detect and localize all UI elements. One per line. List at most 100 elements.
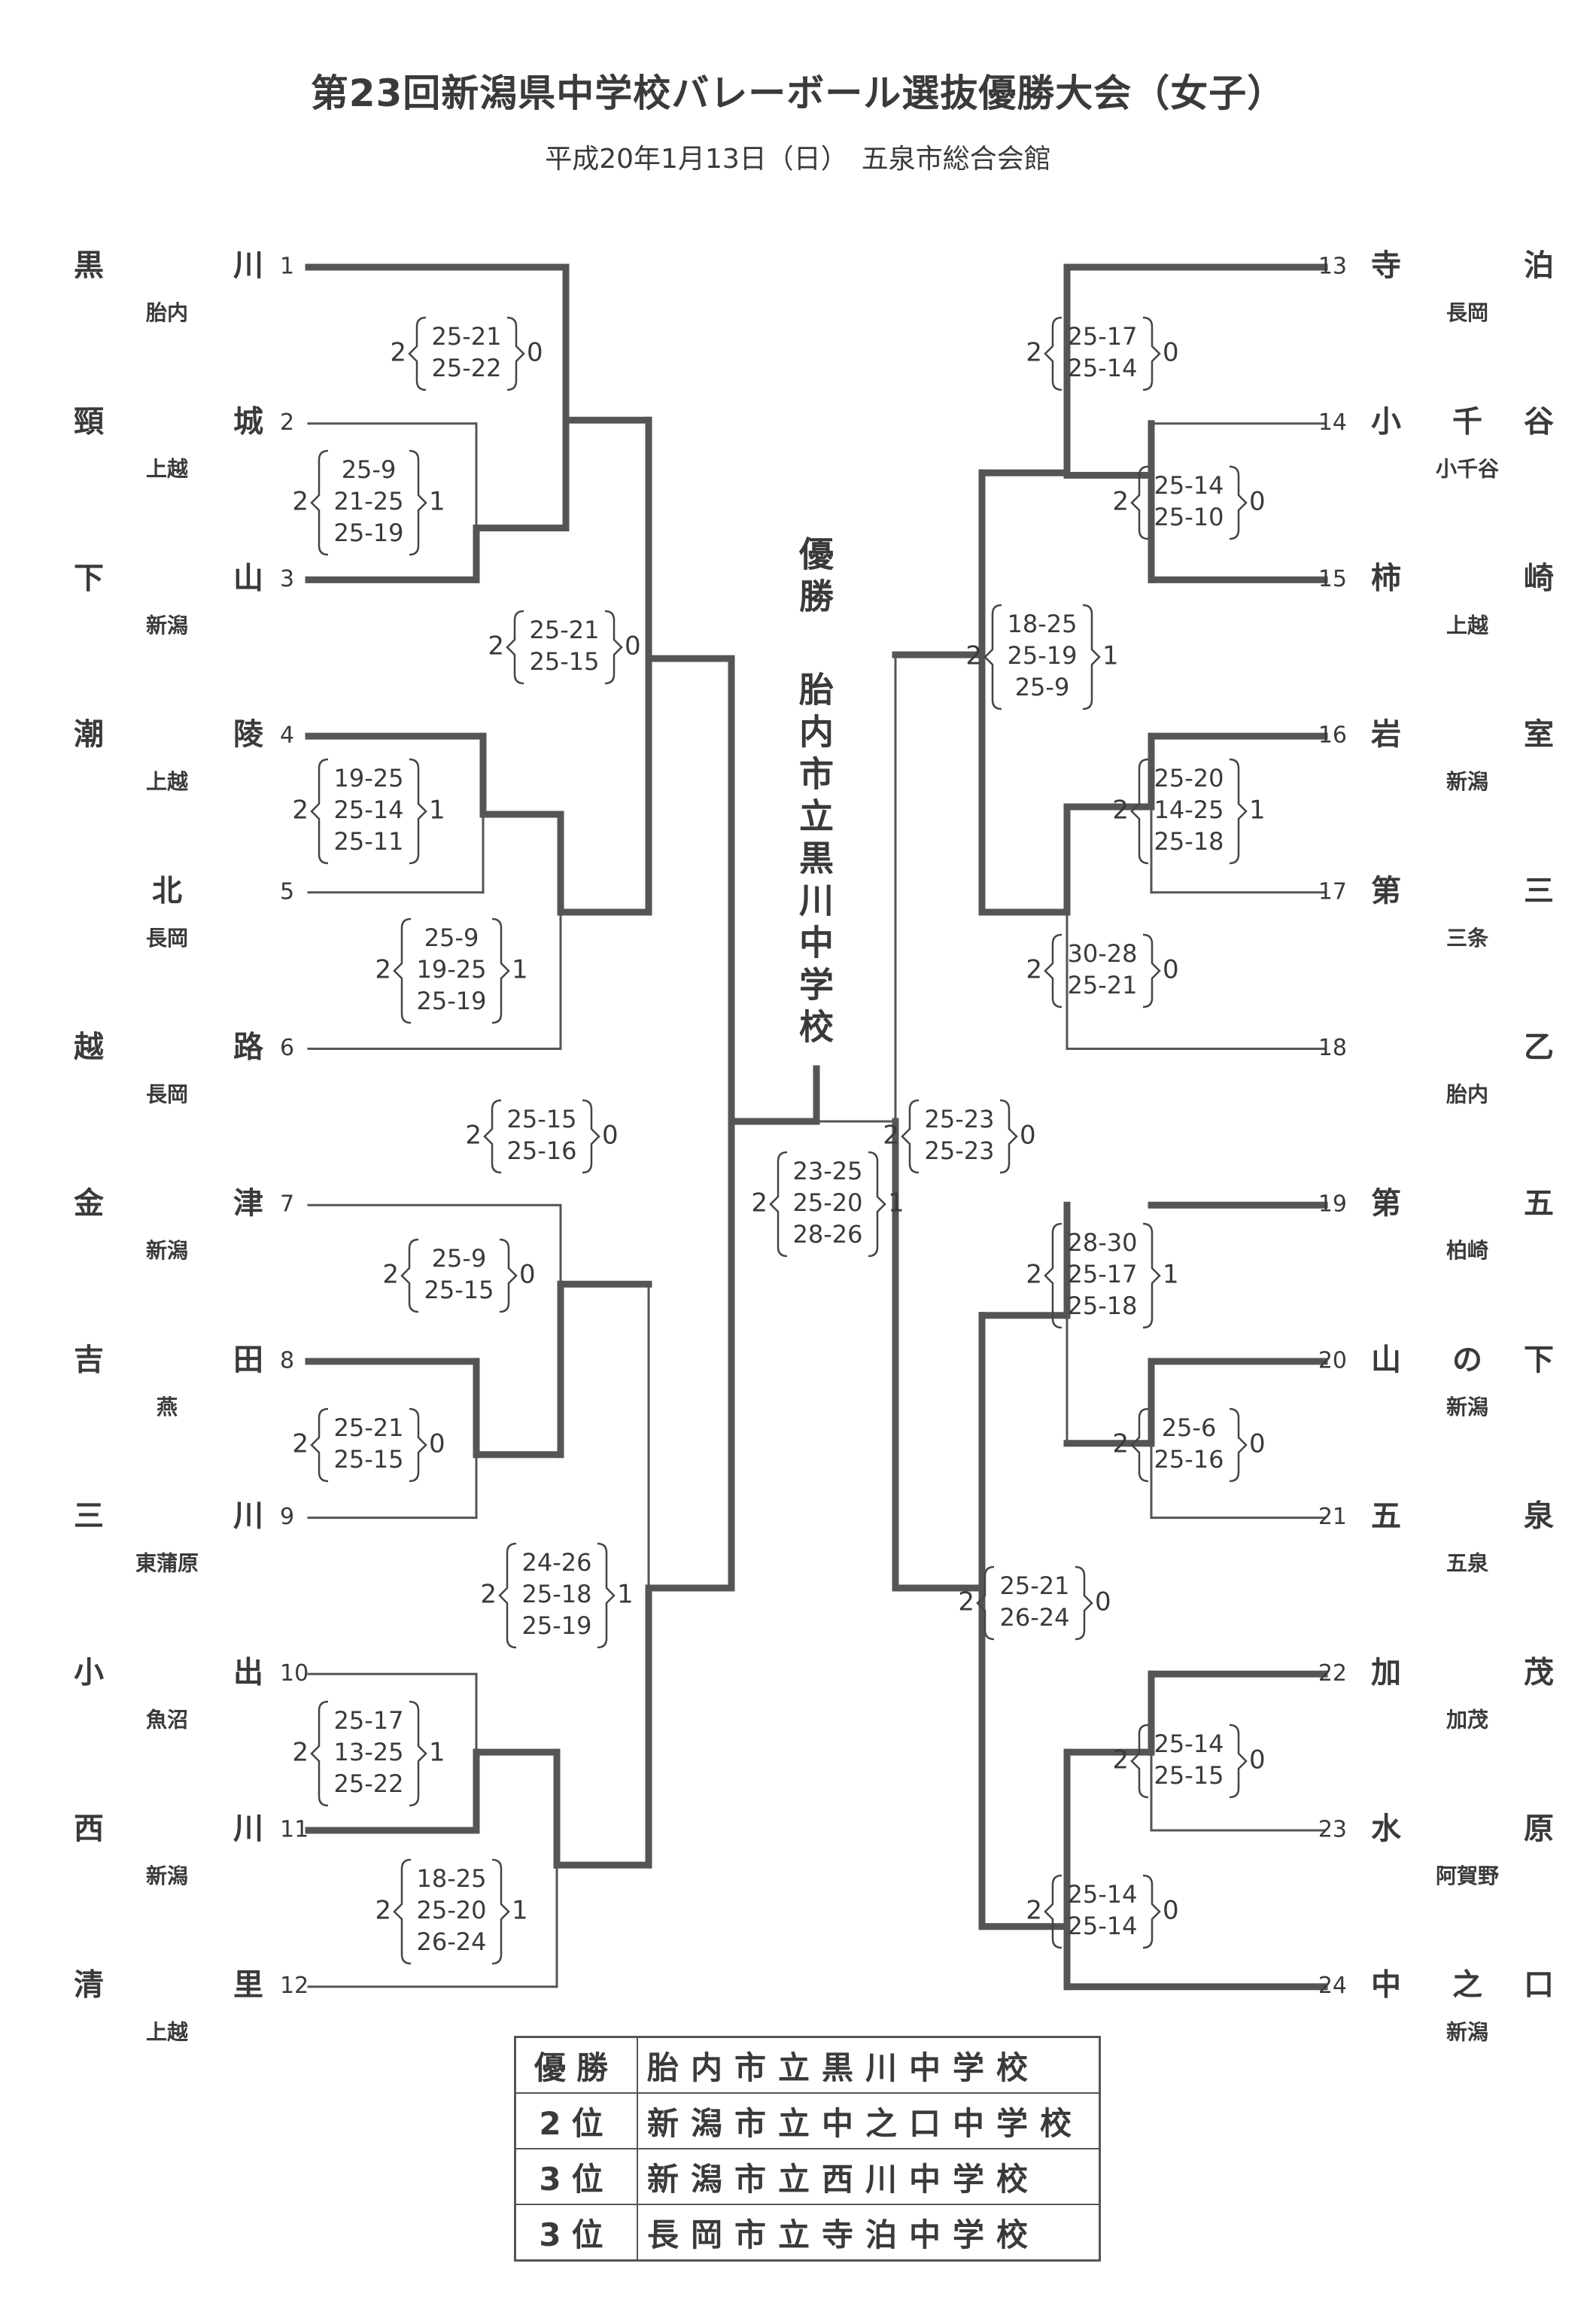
set-score: 23-25 [793, 1157, 863, 1185]
team-name-last: 崎 [1524, 561, 1554, 595]
team-name-last: 出 [233, 1655, 263, 1690]
match-winner-sets: 2 [1026, 1260, 1042, 1290]
match-loser-sets: 0 [1020, 1121, 1036, 1151]
score-brace-left [483, 1099, 502, 1174]
score-brace-right [597, 1542, 616, 1649]
score-brace-left [393, 1858, 412, 1965]
score-brace-right [409, 758, 427, 865]
score-brace-right [1229, 1407, 1248, 1483]
team-city: 魚沼 [146, 1707, 188, 1732]
set-score: 25-6 [1162, 1413, 1217, 1442]
team-name-first: 柿 [1371, 561, 1401, 595]
standings-school: 新潟市立中之口中学校 [637, 2092, 1101, 2149]
score-brace-right [1142, 933, 1161, 1009]
set-score: 25-20 [417, 1896, 487, 1924]
team-city: 三条 [1446, 926, 1488, 951]
set-score: 25-21 [530, 616, 600, 644]
team-name-last: 北 [152, 874, 182, 908]
team-seed: 24 [1318, 1973, 1347, 1999]
score-brace-right [409, 1407, 427, 1483]
match-loser-sets: 0 [1249, 1429, 1266, 1459]
set-score: 25-17 [334, 1706, 404, 1735]
score-brace-left [498, 1542, 517, 1649]
team-name-last: 路 [233, 1030, 264, 1065]
team-seed: 8 [280, 1347, 294, 1374]
match-loser-sets: 1 [512, 955, 528, 985]
match-loser-sets: 0 [429, 1429, 445, 1459]
team-name-last: 津 [233, 1186, 263, 1221]
team-seed: 22 [1318, 1660, 1347, 1687]
set-score: 14-25 [1154, 796, 1224, 824]
team-seed: 17 [1318, 878, 1347, 905]
score-brace-right [999, 1099, 1018, 1174]
team-name-last: 乙 [1524, 1030, 1554, 1065]
set-score: 25-18 [1068, 1291, 1138, 1320]
set-score: 25-14 [1154, 1730, 1224, 1758]
team-name-first: 黒 [74, 248, 104, 283]
team-name-last: 室 [1524, 717, 1554, 752]
score-brace-left [310, 449, 329, 556]
match-winner-sets: 2 [1112, 796, 1129, 826]
match-winner-sets: 2 [1112, 487, 1129, 517]
champion-label-char: 勝 [799, 577, 834, 617]
score-brace-left [769, 1151, 788, 1258]
match-winner-sets: 2 [1026, 955, 1042, 985]
match-winner-sets: 2 [465, 1121, 482, 1151]
team-seed: 1 [280, 254, 294, 280]
match-loser-sets: 0 [1163, 955, 1179, 985]
champion-label-char: 優 [798, 534, 834, 575]
team-name-first: 吉 [74, 1343, 104, 1377]
match-loser-sets: 1 [888, 1188, 904, 1218]
match-loser-sets: 0 [1163, 1896, 1179, 1926]
standings-school: 胎内市立黒川中学校 [637, 2036, 1101, 2094]
match-loser-sets: 1 [617, 1580, 634, 1610]
team-name-last: 田 [233, 1343, 263, 1377]
set-score: 25-14 [1068, 1880, 1138, 1909]
set-score: 25-19 [417, 987, 487, 1015]
score-brace-left [310, 1407, 329, 1483]
set-score: 25-15 [530, 647, 600, 676]
score-brace-left [1044, 1222, 1062, 1329]
team-name-first: 三 [74, 1499, 104, 1534]
match-loser-sets: 1 [1249, 796, 1266, 826]
team-name-last: 川 [233, 248, 263, 283]
team-name-first: 加 [1371, 1655, 1401, 1690]
score-brace-left [1130, 1407, 1149, 1483]
team-name-last: 川 [233, 1812, 263, 1846]
set-score: 25-9 [432, 1244, 487, 1273]
team-seed: 14 [1318, 409, 1347, 436]
team-seed: 19 [1318, 1191, 1347, 1218]
team-name-last: 谷 [1524, 405, 1554, 440]
team-city: 胎内 [146, 300, 188, 325]
team-name-mid: 千 [1452, 405, 1482, 440]
champion-school-char: 胎 [799, 670, 834, 710]
team-seed: 9 [280, 1504, 294, 1530]
match-winner-sets: 2 [1112, 1745, 1129, 1775]
set-score: 25-9 [1015, 673, 1070, 701]
team-name-last: 川 [233, 1499, 263, 1534]
match-loser-sets: 0 [1095, 1587, 1111, 1617]
match-winner-sets: 2 [292, 1429, 309, 1459]
team-city: 上越 [146, 769, 189, 794]
match-winner-sets: 2 [958, 1587, 974, 1617]
score-brace-left [983, 604, 1002, 710]
team-name-last: 原 [1524, 1812, 1554, 1846]
set-score: 25-9 [342, 455, 397, 484]
team-name-last: 茂 [1524, 1655, 1554, 1690]
team-seed: 20 [1318, 1347, 1347, 1374]
champion-school-char: 内 [799, 712, 834, 753]
champion-school-char: 市 [799, 754, 834, 795]
match-winner-sets: 2 [480, 1580, 497, 1610]
match-loser-sets: 0 [1163, 338, 1179, 368]
match-loser-sets: 0 [1249, 487, 1266, 517]
champion-school-char: 川 [799, 881, 834, 921]
match-winner-sets: 2 [1112, 1429, 1129, 1459]
score-brace-left [310, 758, 329, 865]
score-brace-left [400, 1238, 419, 1313]
match-winner-sets: 2 [375, 1896, 391, 1926]
set-score: 24-26 [522, 1548, 592, 1577]
set-score: 25-20 [793, 1188, 863, 1217]
match-winner-sets: 2 [488, 631, 504, 662]
set-score: 19-25 [334, 764, 404, 793]
